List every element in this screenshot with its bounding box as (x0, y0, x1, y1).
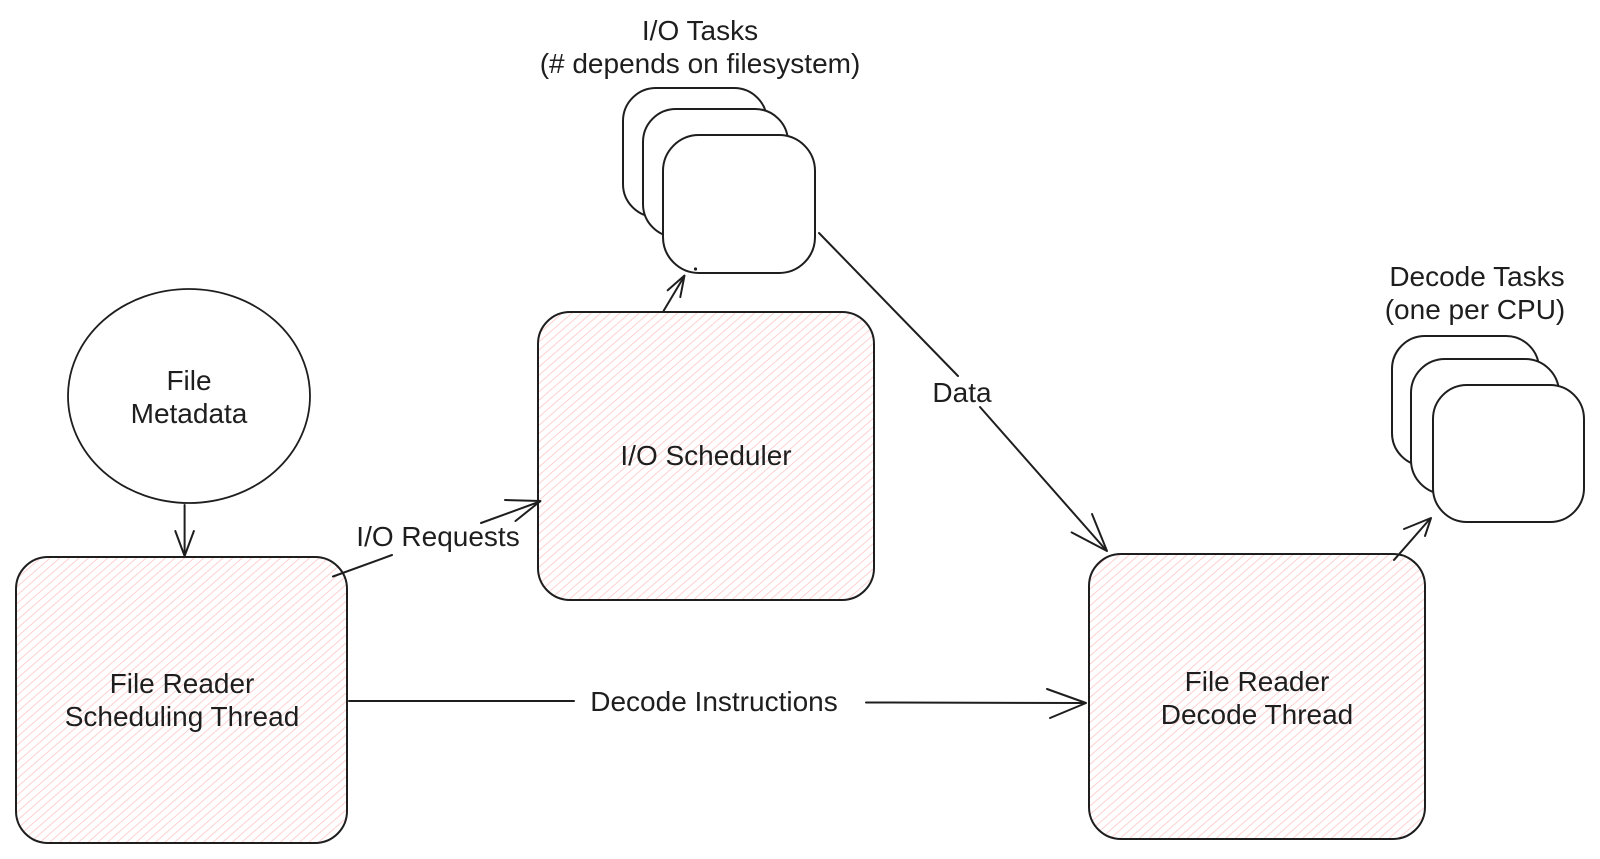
svg-text:I/O Requests: I/O Requests (356, 521, 519, 552)
svg-text:File Reader: File Reader (1185, 666, 1330, 697)
svg-text:Decode Thread: Decode Thread (1161, 699, 1354, 730)
svg-text:(one per CPU): (one per CPU) (1385, 294, 1566, 325)
svg-text:File Reader: File Reader (110, 668, 255, 699)
svg-text:I/O Scheduler: I/O Scheduler (620, 440, 791, 471)
svg-text:Data: Data (932, 377, 992, 408)
svg-text:Decode Instructions: Decode Instructions (590, 686, 837, 717)
svg-text:(# depends on filesystem): (# depends on filesystem) (540, 48, 861, 79)
svg-text:File: File (166, 365, 211, 396)
svg-text:Decode Tasks: Decode Tasks (1389, 261, 1564, 292)
svg-text:Metadata: Metadata (131, 398, 248, 429)
svg-text:I/O Tasks: I/O Tasks (642, 15, 758, 46)
svg-text:Scheduling Thread: Scheduling Thread (65, 701, 300, 732)
